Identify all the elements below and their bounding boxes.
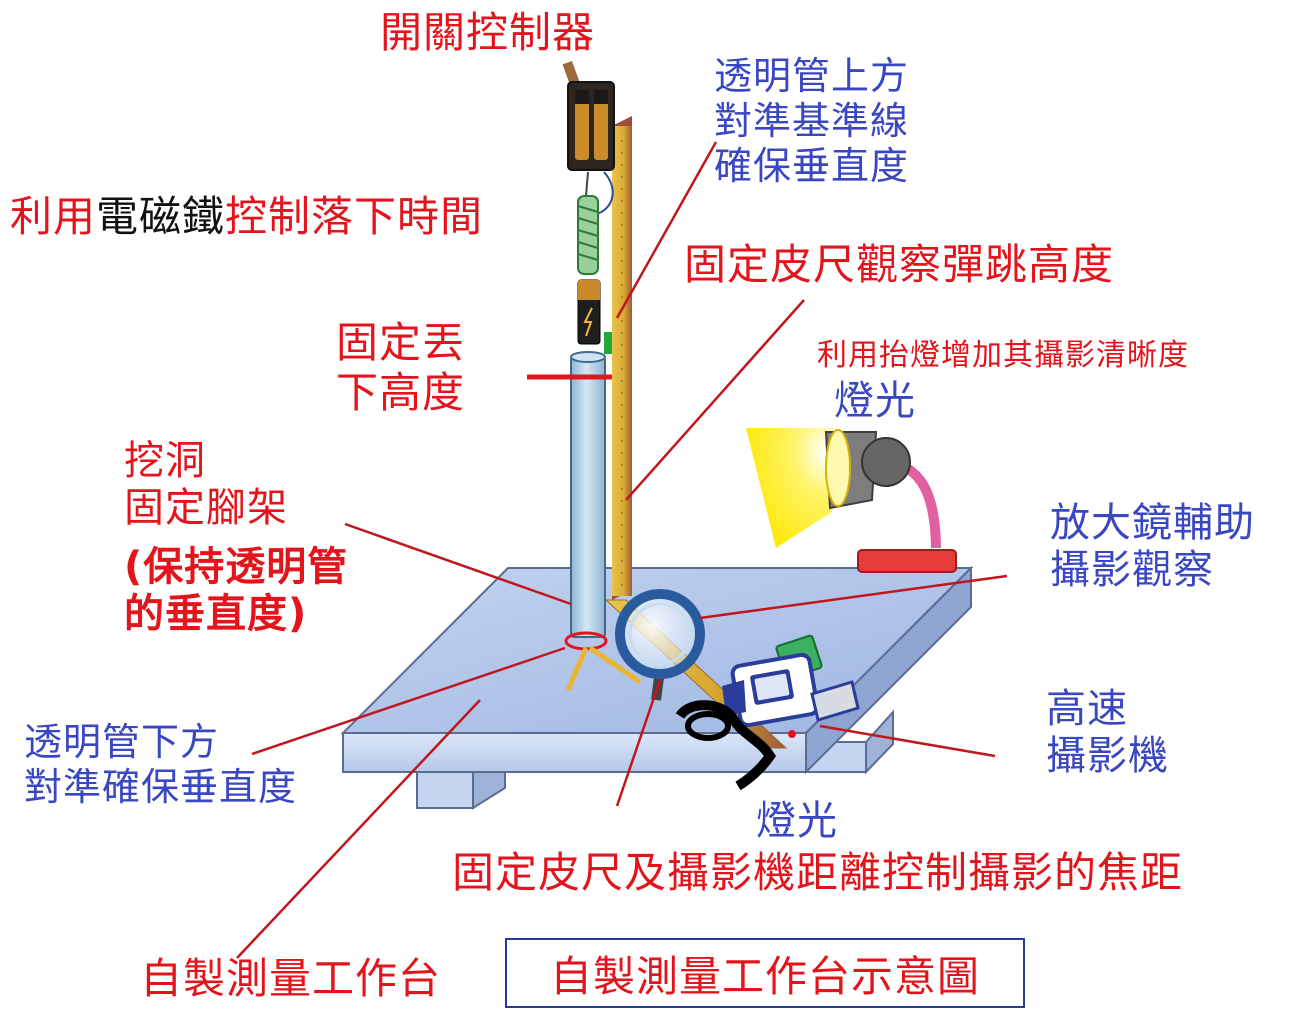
tube-bottom-alignment-label: 透明管下方 對準確保垂直度 (24, 720, 298, 809)
tripod-icon (565, 645, 642, 691)
caption-box: 自製測量工作台示意圖 (505, 938, 1025, 1008)
electromagnet-mid: 電磁鐵 (96, 192, 226, 241)
keep-vertical-label: (保持透明管 的垂直度) (124, 544, 349, 638)
spring-icon (577, 171, 614, 275)
electromagnet-suffix: 控制落下時間 (225, 192, 484, 241)
switch-controller-label: 開關控制器 (380, 8, 596, 57)
magnifier-label: 放大鏡輔助 攝影觀察 (1050, 500, 1255, 594)
battery-icon (577, 279, 601, 345)
workbench-label: 自製測量工作台 (140, 954, 442, 1003)
tube-top-alignment-label: 透明管上方 對準基準線 確保垂直度 (714, 54, 910, 188)
electromagnet-label: 利用電磁鐵控制落下時間 (10, 192, 483, 242)
desk-lamp-icon (746, 428, 957, 573)
camera-icon (675, 634, 860, 791)
light-top-label: 燈光 (834, 378, 916, 424)
transparent-tube (564, 351, 608, 651)
high-speed-camera-label: 高速 攝影機 (1046, 686, 1169, 780)
ruler-bounce-label: 固定皮尺觀察彈跳高度 (684, 240, 1115, 289)
electromagnet-prefix: 利用 (10, 192, 97, 241)
fixed-drop-height-label: 固定丟 下高度 (336, 318, 466, 417)
dig-hole-label: 挖洞 固定腳架 (124, 438, 288, 532)
focal-distance-label: 固定皮尺及攝影機距離控制攝影的焦距 (452, 848, 1184, 897)
lamp-clarity-label: 利用抬燈增加其攝影清晰度 (817, 338, 1189, 373)
battery-box-icon (562, 60, 615, 171)
magnifier-icon (615, 589, 705, 701)
leader-lines (236, 141, 1008, 959)
caption-title: 自製測量工作台示意圖 (549, 951, 980, 1001)
sensor-marker (604, 332, 612, 354)
light-bottom-label: 燈光 (756, 798, 838, 844)
